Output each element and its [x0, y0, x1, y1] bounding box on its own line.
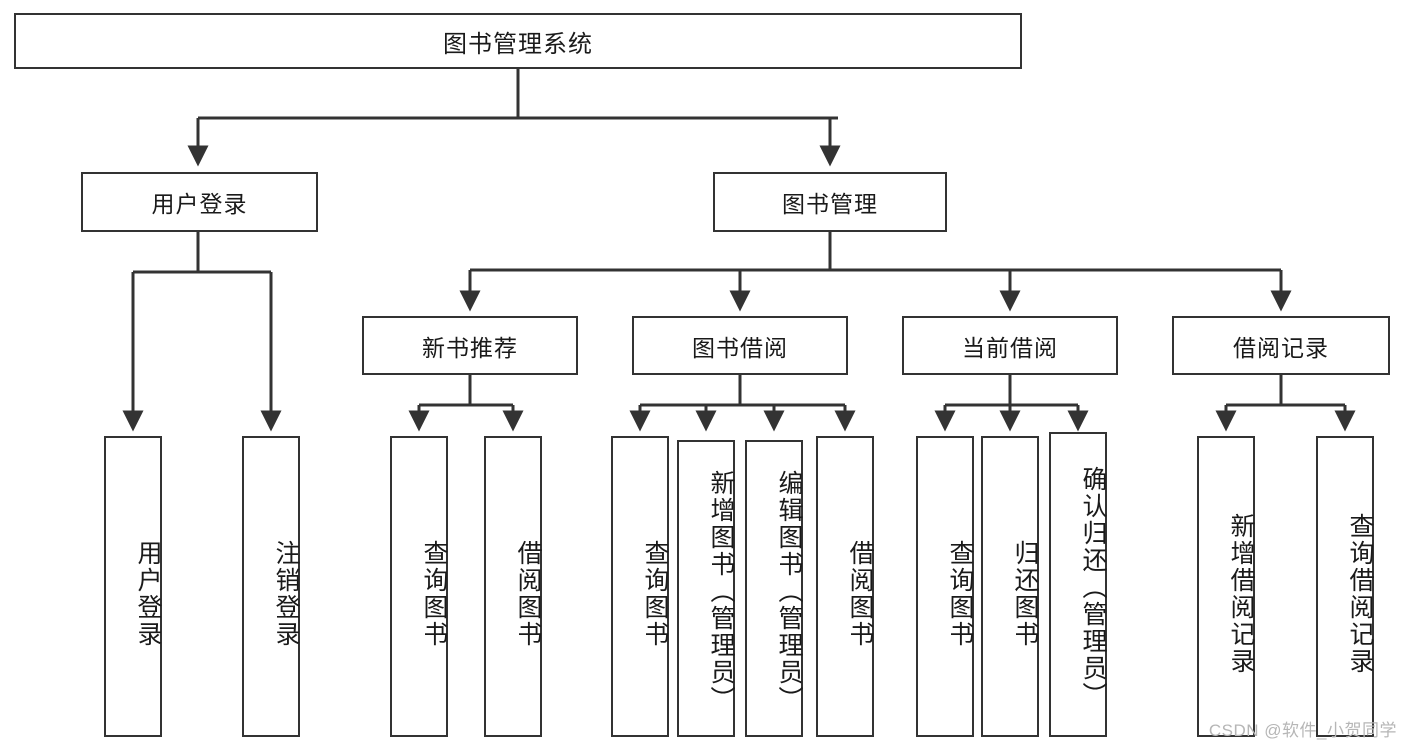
leaf-book-borrow-add-admin[interactable]: 新增图书（管理员）	[677, 440, 735, 737]
node-book-management[interactable]: 图书管理	[713, 172, 947, 232]
node-book-borrow[interactable]: 图书借阅	[632, 316, 848, 375]
node-root-system[interactable]: 图书管理系统	[14, 13, 1022, 69]
node-user-login[interactable]: 用户登录	[81, 172, 318, 232]
node-new-book-recommend[interactable]: 新书推荐	[362, 316, 578, 375]
leaf-user-login-logout[interactable]: 注销登录	[242, 436, 300, 737]
leaf-book-borrow-borrow[interactable]: 借阅图书	[816, 436, 874, 737]
leaf-new-book-query[interactable]: 查询图书	[390, 436, 448, 737]
leaf-new-book-borrow[interactable]: 借阅图书	[484, 436, 542, 737]
leaf-book-borrow-query[interactable]: 查询图书	[611, 436, 669, 737]
leaf-user-login-login[interactable]: 用户登录	[104, 436, 162, 737]
leaf-borrow-record-add[interactable]: 新增借阅记录	[1197, 436, 1255, 737]
leaf-borrow-record-query[interactable]: 查询借阅记录	[1316, 436, 1374, 737]
leaf-current-borrow-return[interactable]: 归还图书	[981, 436, 1039, 737]
leaf-current-borrow-confirm-admin[interactable]: 确认归还（管理员）	[1049, 432, 1107, 737]
node-borrow-record[interactable]: 借阅记录	[1172, 316, 1390, 375]
leaf-current-borrow-query[interactable]: 查询图书	[916, 436, 974, 737]
node-current-borrow[interactable]: 当前借阅	[902, 316, 1118, 375]
leaf-book-borrow-edit-admin[interactable]: 编辑图书（管理员）	[745, 440, 803, 737]
